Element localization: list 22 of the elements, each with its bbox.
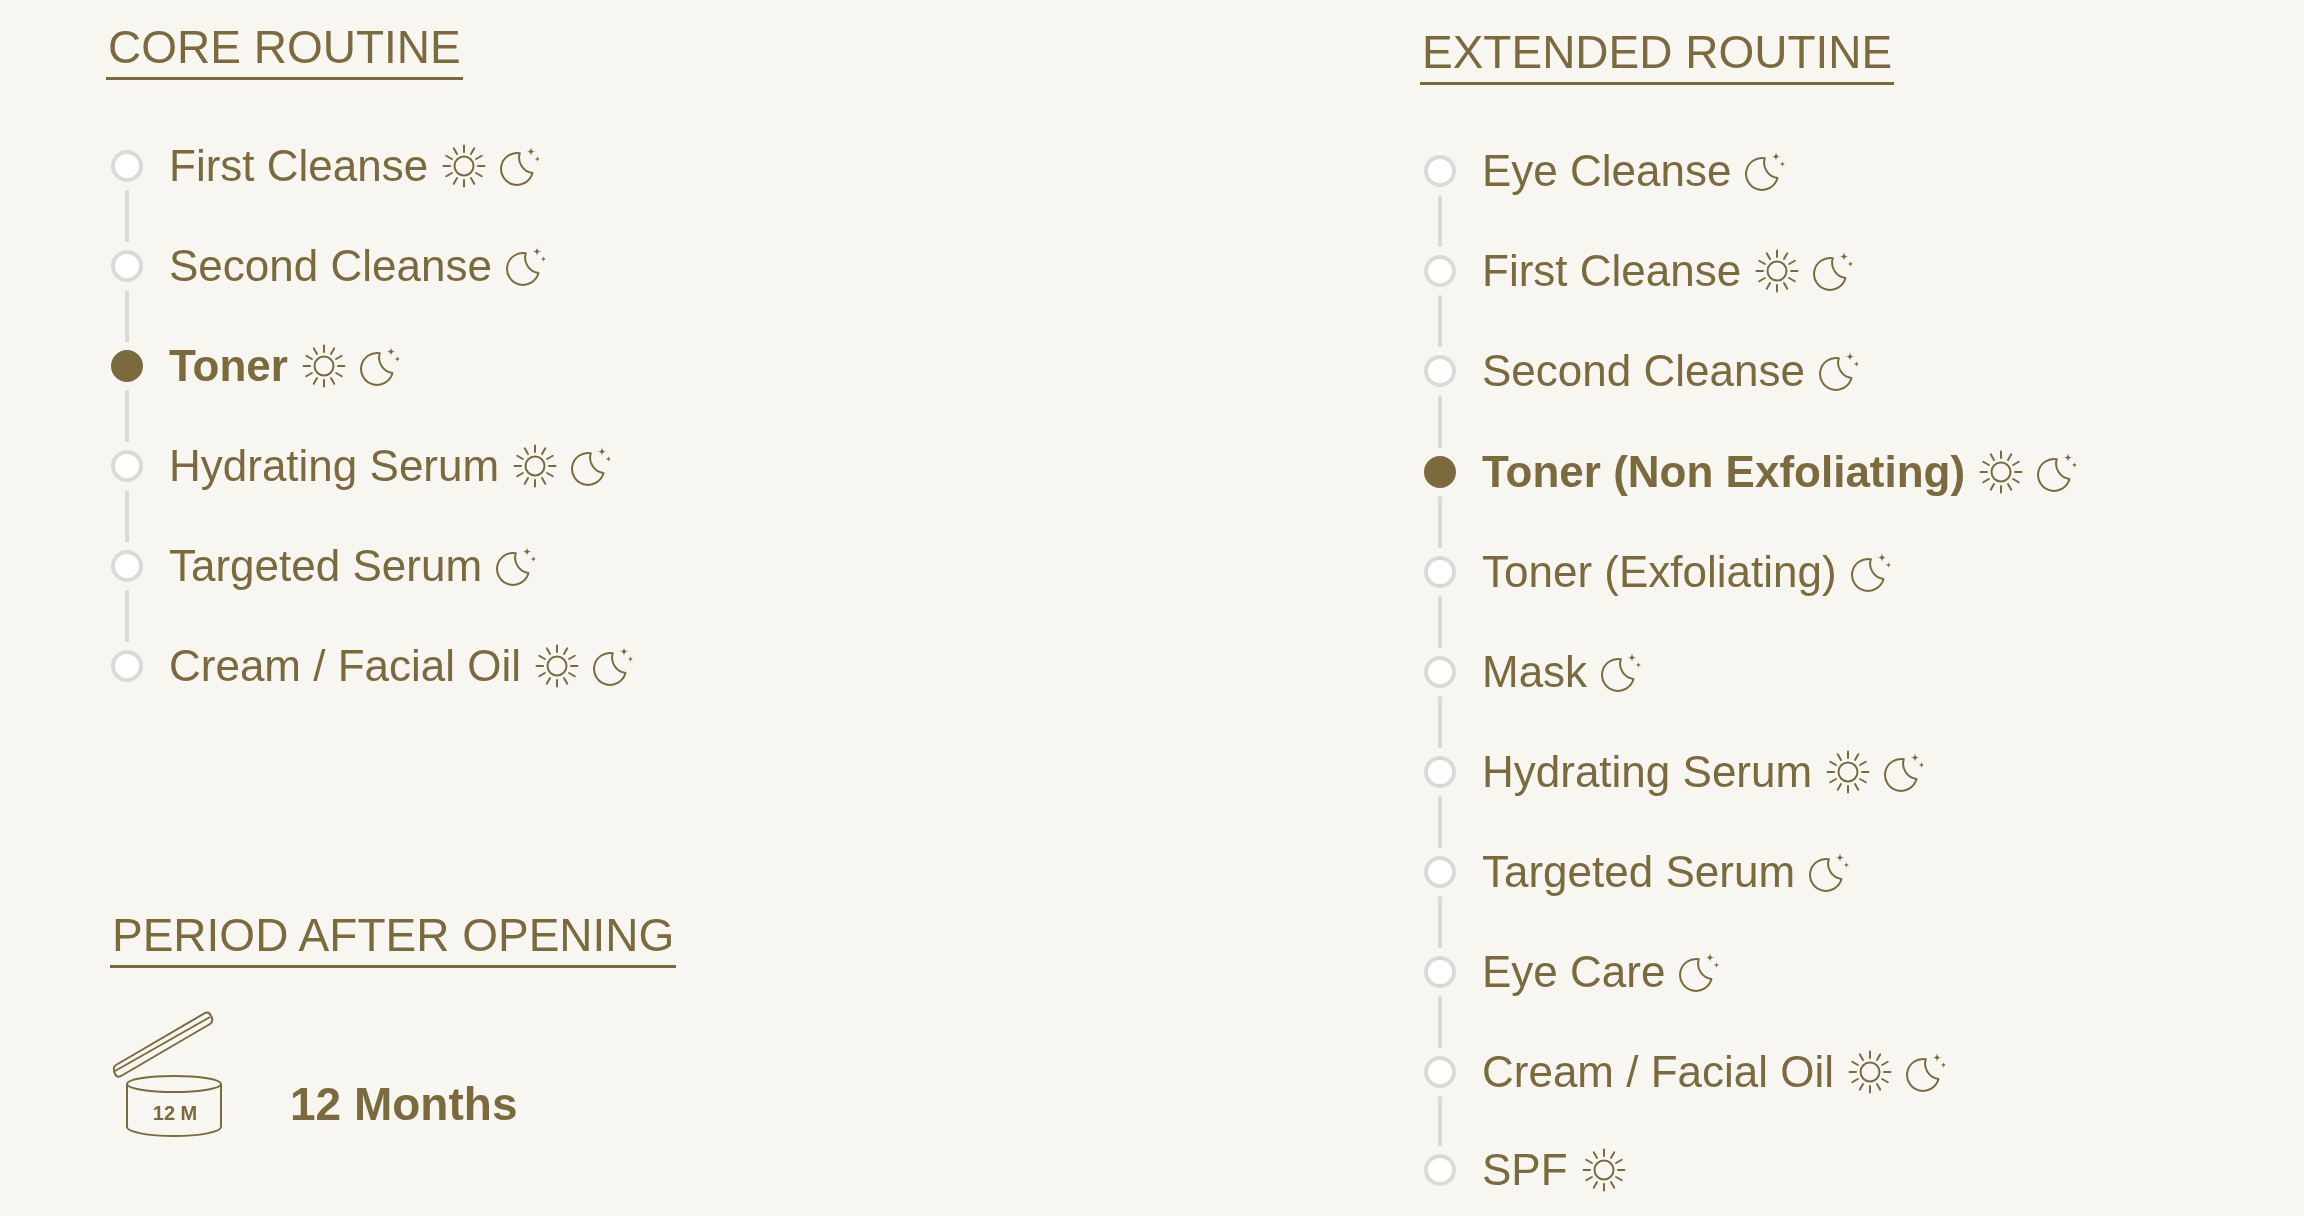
step-label: Cream / Facial Oil xyxy=(1482,1048,1835,1097)
section-heading: CORE ROUTINE xyxy=(106,22,463,80)
step-label: Hydrating Serum xyxy=(1482,748,1813,797)
step-label: Cream / Facial Oil xyxy=(169,642,522,691)
step-label: SPF xyxy=(1482,1146,1568,1195)
step-label: First Cleanse xyxy=(1482,247,1742,296)
section-heading: PERIOD AFTER OPENING xyxy=(110,910,677,968)
step-label: Second Cleanse xyxy=(169,242,492,291)
step-label: Hydrating Serum xyxy=(169,442,500,491)
step-label: Second Cleanse xyxy=(1482,347,1805,396)
jar-label: 12 M xyxy=(152,1102,198,1124)
step-label: First Cleanse xyxy=(169,142,429,191)
step-label: Mask xyxy=(1482,648,1588,697)
step-label: Toner (Exfoliating) xyxy=(1482,548,1837,597)
step-label: Toner xyxy=(169,342,288,391)
step-label: Targeted Serum xyxy=(1482,848,1796,897)
duration-value: 12 Months xyxy=(290,1079,518,1130)
step-label: Eye Cleanse xyxy=(1482,147,1732,196)
step-label: Targeted Serum xyxy=(169,542,483,591)
section-heading: EXTENDED ROUTINE xyxy=(1420,27,1895,85)
step-label: Toner (Non Exfoliating) xyxy=(1482,448,1966,497)
step-label: Eye Care xyxy=(1482,948,1666,997)
